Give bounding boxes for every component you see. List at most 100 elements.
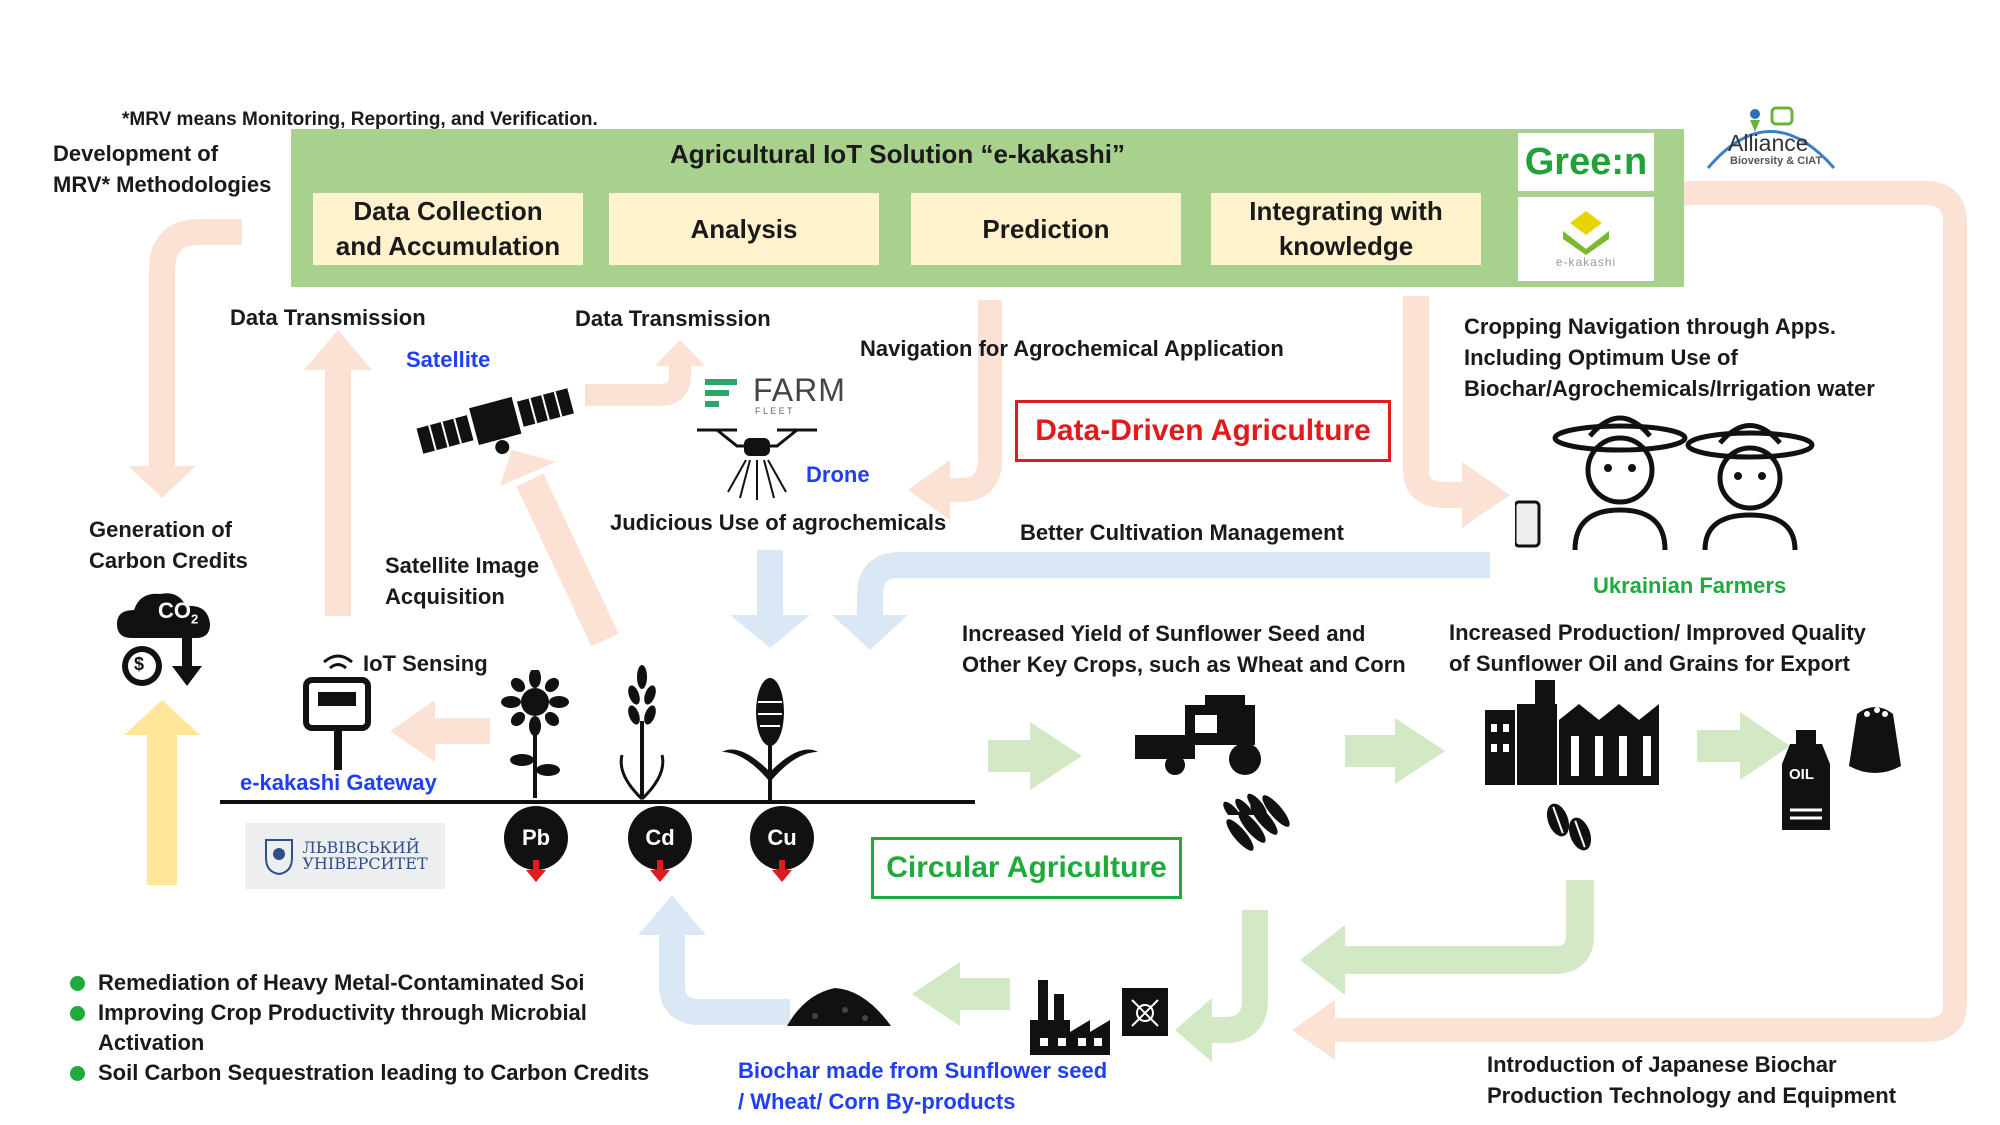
data-transmission-label-1: Data Transmission <box>230 305 426 330</box>
arrow-drone-to-crops-head <box>730 615 810 648</box>
mrv-label: Development of MRV* Methodologies <box>53 141 272 197</box>
ukrainian-farmers-label: Ukrainian Farmers <box>1593 573 1787 598</box>
arrow-nav-agrochem-head <box>908 460 950 520</box>
farm-logo-text: FARM <box>753 372 846 408</box>
biochar-pile-icon <box>787 988 891 1026</box>
arrow-data-up-shaft <box>325 368 351 616</box>
alliance-logo-text: Alliance <box>1728 130 1809 156</box>
farm-fleet-logo-icon <box>705 379 737 407</box>
satellite-label: Satellite <box>406 347 491 372</box>
green-logo: Gree:n <box>1518 133 1654 191</box>
ekakashi-logo: e-kakashi <box>1518 197 1654 281</box>
drone-icon <box>697 428 817 500</box>
metal-cu: Cu <box>750 806 814 870</box>
dollar-icon: $ <box>134 654 145 674</box>
benefit-item-remediation: Remediation of Heavy Metal-Contaminated … <box>70 968 690 998</box>
alliance-logo-subtext: Bioversity & CIAT <box>1730 155 1823 167</box>
arrow-data-up-head <box>304 330 372 370</box>
arrow-crops-to-gateway <box>430 718 490 744</box>
wheat-icon <box>619 665 665 800</box>
arrow-drone-to-crops <box>757 550 783 620</box>
metal-down-arrows <box>526 860 792 882</box>
better-mgmt-label: Better Cultivation Management <box>1020 520 1344 545</box>
nav-agrochem-label: Navigation for Agrochemical Application <box>860 336 1284 361</box>
wheat-bundle-icon <box>1226 795 1290 851</box>
sunflower-icon <box>501 670 569 798</box>
box-prediction: Prediction <box>911 193 1181 265</box>
arrow-factory-to-oil <box>1697 730 1742 762</box>
japanese-tech-label: Introduction of Japanese Biochar Product… <box>1487 1052 1897 1108</box>
university-crest-icon <box>265 839 294 876</box>
data-transmission-label-2: Data Transmission <box>575 306 771 331</box>
arrow-to-farmers <box>1403 296 1470 508</box>
circular-agriculture-box: Circular Agriculture <box>871 837 1182 899</box>
benefits-list: Remediation of Heavy Metal-Contaminated … <box>70 968 690 1088</box>
iot-solution-banner: Agricultural IoT Solution “e-kakashi” Da… <box>291 129 1684 287</box>
grain-sack-icon <box>1849 707 1901 773</box>
arrow-to-carbon-credit-head <box>124 700 200 735</box>
box-integrating-knowledge: Integrating with knowledge <box>1211 193 1481 265</box>
arrow-biochar-to-soil-head <box>638 895 706 935</box>
oil-label: OIL <box>1789 766 1814 783</box>
cropping-nav-label: Cropping Navigation through Apps. Includ… <box>1464 314 1875 401</box>
arrow-plant-to-biochar <box>955 978 1010 1010</box>
metal-pb: Pb <box>504 806 568 870</box>
arrow-japanese-loop-head <box>1292 1000 1335 1060</box>
arrow-nav-agrochem <box>945 300 1002 502</box>
benefit-item-productivity: Improving Crop Productivity through Micr… <box>70 998 690 1058</box>
ekakashi-logo-text: e-kakashi <box>1555 255 1617 269</box>
arrow-harvest-to-factory-head <box>1395 718 1445 784</box>
box-analysis: Analysis <box>609 193 879 265</box>
biochar-plant-icon <box>1030 980 1110 1055</box>
increased-yield-label: Increased Yield of Sunflower Seed and Ot… <box>962 621 1406 677</box>
iot-sensing-label: IoT Sensing <box>363 651 488 676</box>
arrow-to-carbon-credit <box>147 730 177 885</box>
arrow-plant-to-biochar-head <box>912 962 960 1026</box>
university-logo-text: ЛЬВІВСЬКИЙ УНІВЕРСИТЕТ <box>302 838 428 873</box>
drone-label: Drone <box>806 462 870 487</box>
iot-gateway-icon <box>303 654 371 770</box>
farm-logo-subtext: F L E E T <box>755 406 793 416</box>
metal-cd: Cd <box>628 806 692 870</box>
arrow-factory-to-oil-head <box>1740 712 1790 780</box>
arrow-byproduct-loop <box>1340 880 1594 974</box>
oil-bottle-icon <box>1782 730 1830 830</box>
co2-subscript: 2 <box>191 611 199 627</box>
sunflower-seeds-icon <box>1546 803 1592 851</box>
processing-plant-icon <box>1485 680 1659 785</box>
banner-title: Agricultural IoT Solution “e-kakashi” <box>669 139 1126 169</box>
increased-production-label: Increased Production/ Improved Quality o… <box>1449 620 1866 676</box>
corn-icon <box>722 678 818 800</box>
arrow-harvest-to-biochar-plant-head <box>1175 998 1212 1062</box>
ekakashi-gateway-label: e-kakashi Gateway <box>240 770 437 795</box>
lviv-university-logo: ЛЬВІВСЬКИЙ УНІВЕРСИТЕТ <box>245 823 445 889</box>
byproduct-bag-icon <box>1122 988 1168 1036</box>
co2-text: CO2 <box>158 598 198 626</box>
ekakashi-logo-icon <box>1563 211 1609 255</box>
arrow-mrv-to-carbon-head <box>128 466 196 498</box>
arrow-crops-to-harvest-head <box>1030 722 1082 790</box>
footnote-text: *MRV means Monitoring, Reporting, and Ve… <box>122 109 598 130</box>
arrow-byproduct-loop-head <box>1300 925 1345 995</box>
arrow-harvest-to-factory <box>1345 735 1397 767</box>
arrow-harvest-to-biochar-plant <box>1210 910 1268 1043</box>
arrow-to-farmers-head <box>1462 462 1510 528</box>
farm-fleet-logo: FARM F L E E T <box>705 372 855 417</box>
arrow-crops-to-sat-head <box>500 450 556 486</box>
biochar-label: Biochar made from Sunflower seed / Wheat… <box>738 1058 1108 1114</box>
arrow-japanese-loop <box>1330 181 1967 1042</box>
alliance-logo-icon <box>1706 106 1836 169</box>
satellite-image-label: Satellite Image Acquisition <box>385 553 540 609</box>
co2-cloud-icon <box>117 593 210 686</box>
arrow-crops-to-harvest <box>988 740 1033 772</box>
box-data-collection: Data Collection and Accumulation <box>313 193 583 265</box>
farmers-icon <box>1515 415 1815 551</box>
arrow-mrv-to-carbon <box>149 219 242 468</box>
co2-main: CO <box>158 598 191 623</box>
arrow-sat-to-drone <box>585 362 691 406</box>
arrow-sat-to-drone-head <box>655 340 705 366</box>
benefit-item-carbon: Soil Carbon Sequestration leading to Car… <box>70 1058 690 1088</box>
alliance-logo: Alliance Bioversity & CIAT <box>1700 100 1840 175</box>
arrow-crops-to-gateway-head <box>390 700 435 762</box>
